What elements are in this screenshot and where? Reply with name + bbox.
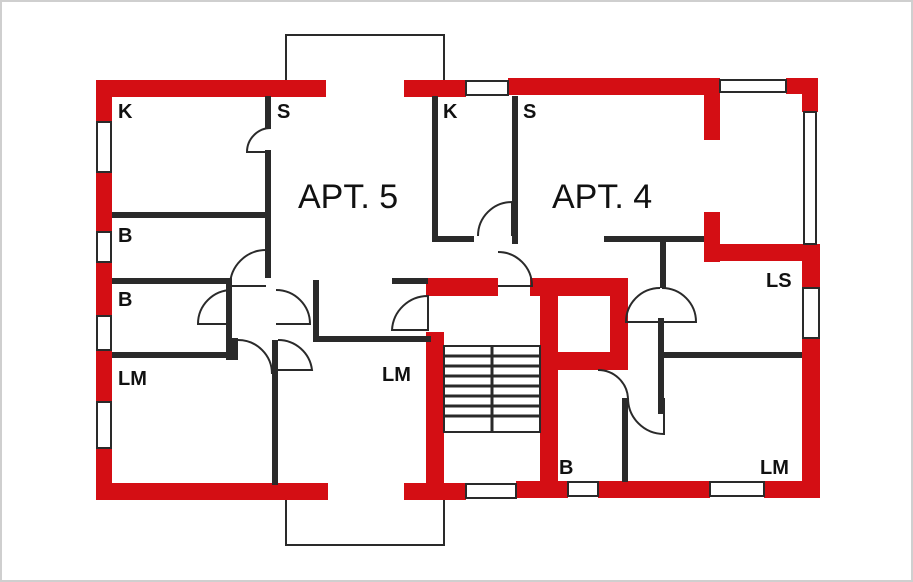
exterior-wall-left-2 — [96, 172, 112, 232]
int-wall-kitchen-bath — [112, 212, 270, 218]
window-right-lower — [802, 287, 820, 339]
window-left-2 — [96, 231, 112, 263]
int-wall-bath-bath — [112, 278, 232, 284]
exterior-wall-top-mid — [404, 80, 466, 97]
staircase — [443, 345, 541, 433]
stairwell-wall-top-right — [530, 278, 626, 296]
interior-walls — [112, 96, 802, 485]
window-top-right — [719, 79, 787, 93]
door-bath-1 — [228, 249, 267, 287]
windows — [96, 79, 820, 499]
int-wall-bath-lm-apt4 — [622, 398, 628, 482]
int-wall-kitchen-storage-top — [265, 96, 271, 128]
room-label-lm-left: LM — [118, 368, 147, 390]
window-left-3 — [96, 315, 112, 351]
window-bottom-stair — [465, 483, 517, 499]
door-hall-apt4 — [624, 287, 661, 323]
exterior-wall-left-3 — [96, 262, 112, 316]
stairwell-wall-shaft-bottom — [540, 352, 628, 370]
int-wall-hall-stub — [392, 278, 428, 284]
stairwell-wall-shaft-right — [610, 278, 628, 370]
window-left-4 — [96, 401, 112, 449]
door-apt4-entry — [497, 251, 534, 287]
int-wall-apt4-hall — [660, 240, 666, 288]
room-label-lm-center: LM — [382, 364, 411, 386]
door-bath-apt4 — [597, 368, 629, 399]
int-wall-bath-lm — [112, 352, 232, 358]
int-wall-hall-bottom — [232, 338, 238, 360]
room-label-bath-2: B — [118, 289, 132, 311]
apartment-label-apt4: APT. 4 — [552, 178, 652, 216]
int-wall-hall-right — [313, 280, 319, 342]
room-label-bath-apt4: B — [559, 457, 573, 479]
window-right-upper — [803, 111, 817, 245]
exterior-wall-corner-side — [802, 78, 818, 112]
balcony-bottom — [285, 498, 445, 546]
room-label-ls: LS — [766, 270, 792, 292]
exterior-wall-right-1 — [802, 244, 820, 288]
int-wall-apt5-kitchen — [432, 96, 438, 242]
room-label-lm-right: LM — [760, 457, 789, 479]
exterior-walls — [96, 78, 820, 500]
room-label-kitchen-apt4: K — [443, 101, 458, 123]
room-label-storage-apt5: S — [277, 101, 290, 123]
exterior-wall-step — [704, 244, 820, 261]
int-wall-lm-lm — [272, 340, 278, 485]
window-left-1 — [96, 121, 112, 173]
stairwell-wall-left — [426, 332, 444, 500]
door-kitchen-apt4 — [477, 200, 513, 237]
window-bottom-right-1 — [567, 481, 599, 497]
window-bottom-right-2 — [709, 481, 765, 497]
balconies — [285, 34, 445, 546]
int-wall-kitchen-storage-apt4 — [512, 96, 518, 244]
apartment-label-apt5: APT. 5 — [298, 178, 398, 216]
door-swings — [196, 127, 698, 436]
door-lm-apt5-left — [237, 339, 273, 375]
int-wall-bath-right — [226, 278, 232, 360]
balcony-top — [285, 34, 445, 80]
door-storage-apt5 — [245, 127, 272, 153]
exterior-wall-top-right — [508, 78, 720, 95]
int-wall-hall-lm — [658, 318, 664, 414]
exterior-wall-right-2 — [802, 338, 820, 498]
int-wall-ls-lm — [660, 352, 802, 358]
door-apt5-entry — [390, 294, 429, 331]
exterior-wall-left-4 — [96, 350, 112, 402]
stairwell-wall-top-left — [426, 278, 498, 296]
int-wall-kitchen-bottom — [432, 236, 474, 242]
door-hall-apt5 — [275, 289, 312, 325]
door-ls — [661, 287, 698, 323]
exterior-wall-bottom-right-1 — [598, 481, 710, 498]
door-bath-2 — [196, 289, 233, 325]
window-top-stair — [465, 80, 509, 96]
exterior-wall-notch-upper — [704, 78, 720, 140]
stairwell-wall-right — [540, 296, 558, 498]
int-wall-apt4-room — [604, 236, 704, 242]
exterior-wall-bottom-left — [96, 483, 328, 500]
room-label-kitchen-apt5: K — [118, 101, 133, 123]
exterior-wall-left-1 — [96, 80, 112, 122]
room-label-storage-apt4: S — [523, 101, 536, 123]
int-wall-lm-top — [313, 336, 431, 342]
door-lm-apt4 — [627, 397, 665, 436]
door-lm-apt5-right — [277, 338, 314, 371]
room-label-bath-1: B — [118, 225, 132, 247]
exterior-wall-top-left — [96, 80, 326, 97]
